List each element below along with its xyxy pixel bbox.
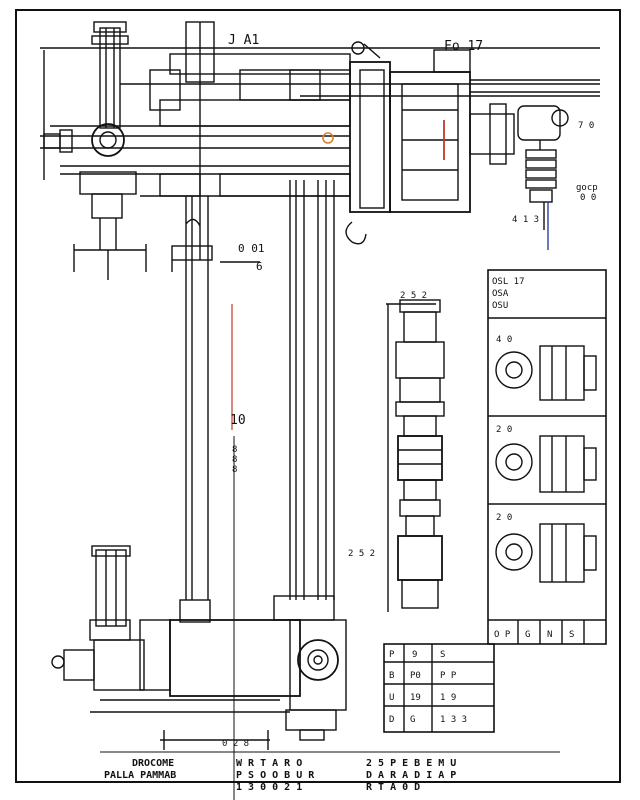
label-bottom-dim: 0 2 8 xyxy=(222,739,249,749)
table-cell: 19 xyxy=(410,693,421,703)
panel-footer-4: S xyxy=(569,630,574,640)
label-column-top: 2 5 2 xyxy=(400,291,427,301)
bottom-assembly xyxy=(51,545,347,750)
label-stack-c: 8 xyxy=(232,465,237,475)
label-right-callout-3: 0 0 xyxy=(580,193,596,203)
parts-table xyxy=(383,643,495,733)
title-mid-line-3: 1 3 0 0 2 1 xyxy=(236,782,302,793)
panel-header-2: OSA xyxy=(492,289,509,299)
panel-footer-1: O P xyxy=(494,630,511,640)
table-cell: 1 9 xyxy=(440,693,456,703)
panel-view-label-3: 2 0 xyxy=(496,513,512,523)
panel-header-1: OSL 17 xyxy=(492,277,525,287)
title-right-line-3: R T A 0 D xyxy=(366,782,420,793)
panel-footer-3: N xyxy=(547,630,552,640)
panel-view-label-2: 2 0 xyxy=(496,425,512,435)
label-top-right: Fo 17 xyxy=(444,39,483,54)
label-lower-right-callout: 4 1 3 xyxy=(512,215,539,225)
label-shaft-dim: 10 xyxy=(230,413,246,428)
title-left-line-1: DROCOME xyxy=(132,758,174,769)
label-stack-a: 8 xyxy=(232,445,237,455)
label-mid-dim: 0 01 xyxy=(238,242,265,255)
column-stack xyxy=(386,299,445,612)
top-assembly xyxy=(40,21,600,430)
label-top-center: J A1 xyxy=(228,33,259,48)
label-right-callout-2: gocp xyxy=(576,183,598,193)
panel-footer-2: G xyxy=(525,630,530,640)
label-mid-dim-2: 6 xyxy=(256,260,263,273)
panel-header-3: OSU xyxy=(492,301,508,311)
title-mid-line-1: W R T A R O xyxy=(236,758,302,769)
title-mid-line-2: P S O O B U R xyxy=(236,770,315,781)
label-column-bottom: 2 5 2 xyxy=(348,549,375,559)
detail-panel xyxy=(487,269,607,645)
table-cell: 9 xyxy=(412,650,417,660)
vertical-shafts xyxy=(171,180,335,800)
table-cell: P0 xyxy=(410,671,421,681)
label-stack-b: 8 xyxy=(232,455,237,465)
label-right-callout-1: 7 0 xyxy=(578,121,594,131)
table-cell: D xyxy=(389,715,394,725)
table-cell: P P xyxy=(440,671,457,681)
table-cell: S xyxy=(440,650,445,660)
table-cell: G xyxy=(410,715,415,725)
title-left-line-2: PALLA PAMMAB xyxy=(104,770,176,781)
table-cell: P xyxy=(389,650,395,660)
title-right-line-1: 2 5 P E B E M U xyxy=(366,758,456,769)
table-cell: U xyxy=(389,693,394,703)
table-cell: 1 3 3 xyxy=(440,715,467,725)
title-right-line-2: D A R A D I A P xyxy=(366,770,456,781)
panel-view-label-1: 4 0 xyxy=(496,335,512,345)
table-cell: B xyxy=(389,671,394,681)
drawing-border xyxy=(15,9,621,783)
